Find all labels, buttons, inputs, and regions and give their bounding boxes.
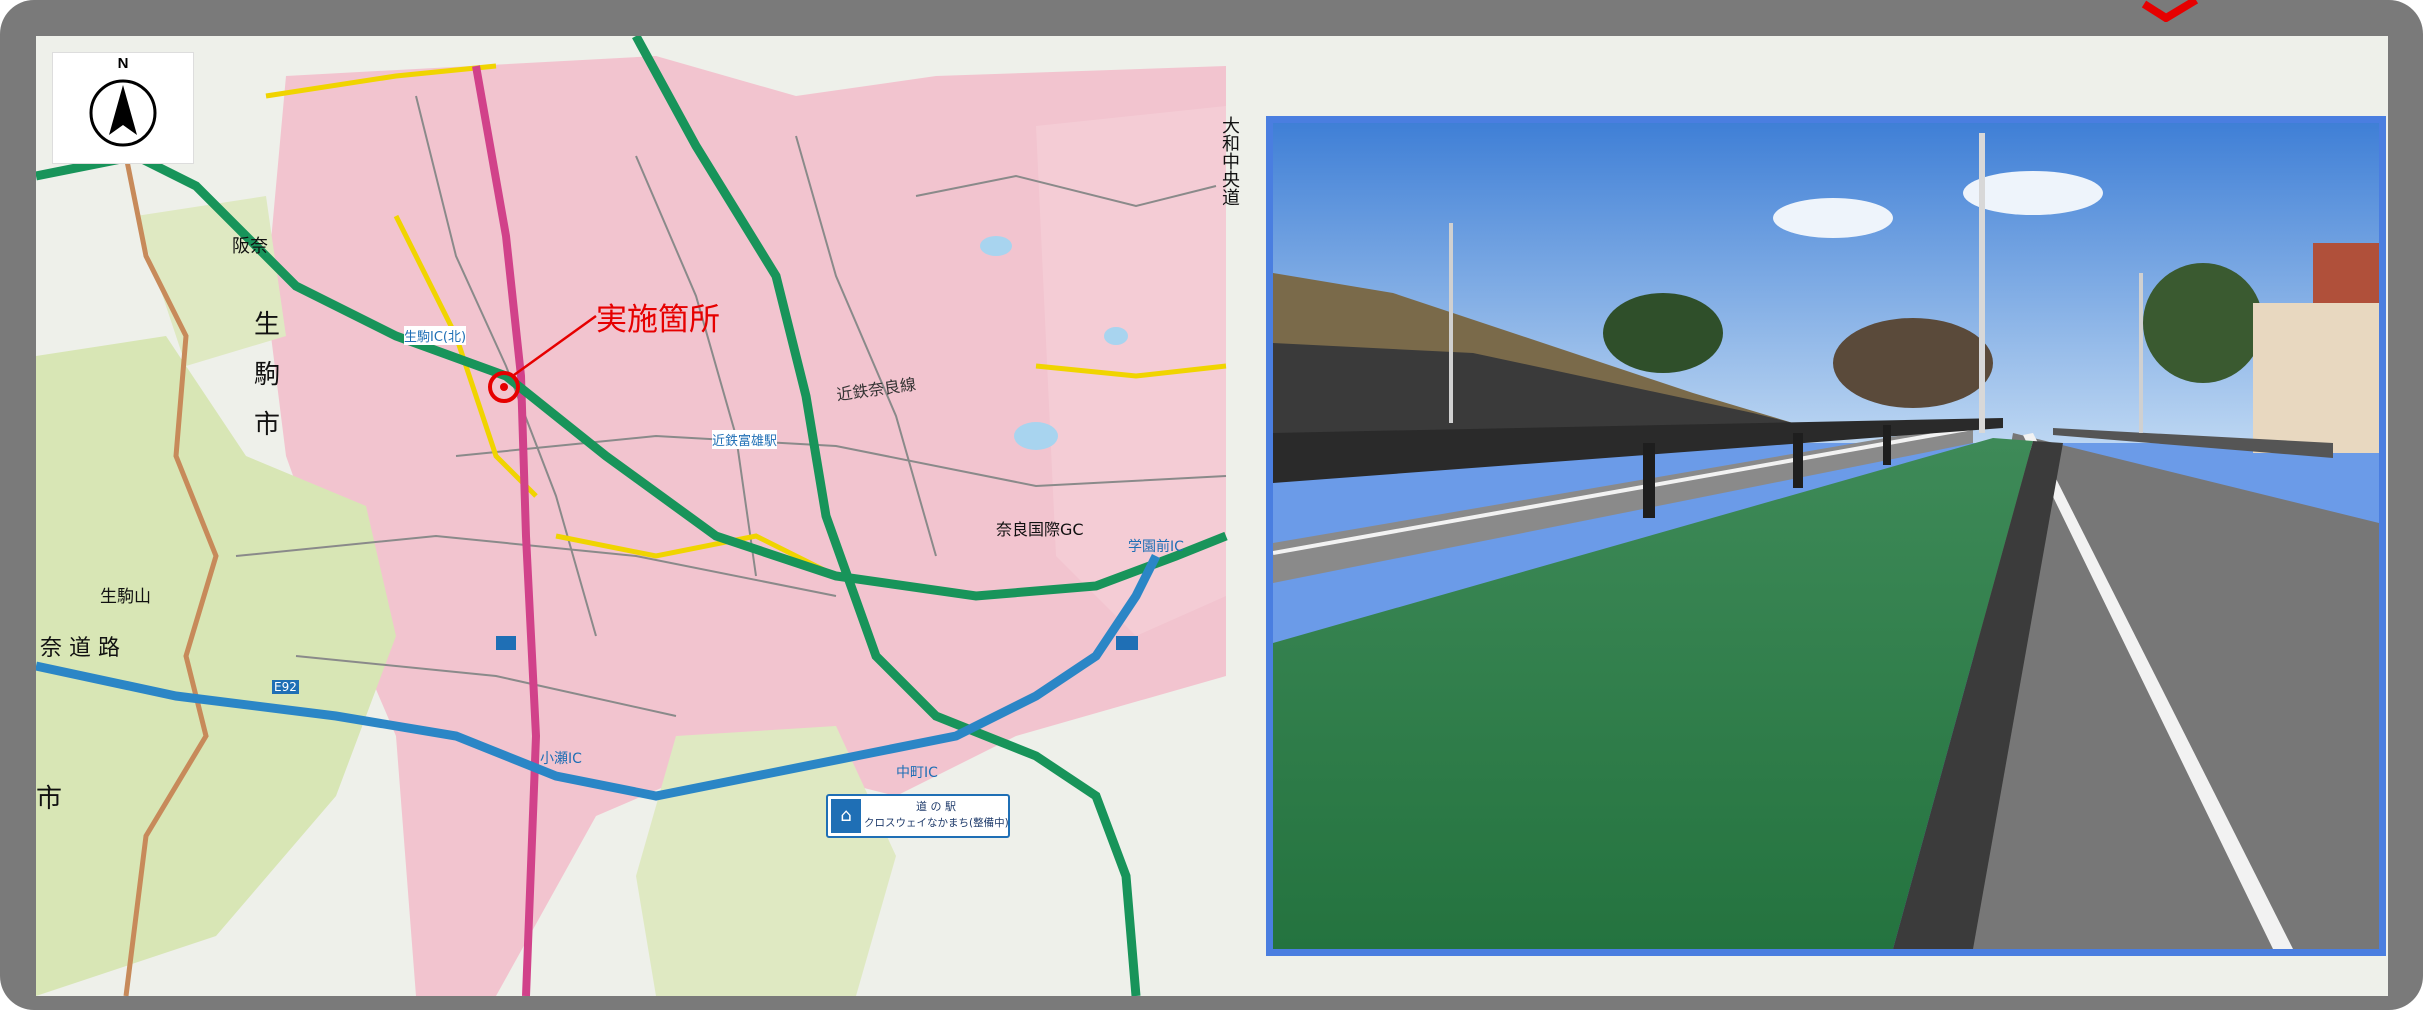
national-road-168: [472, 65, 541, 996]
label-ikoma-ic: 生駒IC(北): [404, 326, 467, 345]
forest-area-west: [36, 336, 396, 996]
minor-roads: [235, 95, 1227, 717]
label-city-1: 生: [254, 310, 281, 340]
site-marker-dot: [500, 383, 508, 391]
label-road-west: 奈 道 路: [40, 636, 120, 661]
site-marker-circle: [488, 371, 520, 403]
road-station-icon: ⌂: [831, 799, 861, 833]
label-hanna: 阪奈: [232, 236, 268, 257]
label-daiwa: 大和中央道: [1219, 116, 1240, 206]
prefectural-road: [393, 214, 538, 498]
north-arrow-box: N: [52, 52, 194, 164]
label-gakuenmae-ic: 学園前IC: [1128, 539, 1184, 555]
label-city-shi: 市: [36, 784, 63, 814]
label-kose-ic: 小瀬IC: [540, 751, 582, 767]
pond: [1014, 422, 1058, 450]
route-shield-168: [496, 636, 516, 650]
prefectural-road: [555, 533, 838, 579]
site-photo-illustration: [1273, 123, 2379, 949]
boundary-line: [123, 155, 219, 996]
road-station-sign: ⌂ 道 の 駅 クロスウェイなかまち(整備中): [826, 794, 1010, 838]
site-photo: [1266, 116, 2386, 956]
pond: [1104, 327, 1128, 345]
map-base-layer: [36, 36, 1228, 996]
prefectural-road: [265, 63, 497, 99]
route-shield-308: [1116, 636, 1138, 650]
label-city-2: 駒: [254, 360, 281, 390]
forest-area-south: [636, 726, 896, 996]
site-pointer-line: [513, 314, 597, 377]
road-station-line2: クロスウェイなかまち(整備中): [864, 817, 1009, 829]
label-e92: E92: [272, 680, 299, 694]
site-label: 実施箇所: [596, 302, 720, 338]
urban-area: [266, 56, 1226, 996]
label-tomio-station: 近鉄富雄駅: [712, 430, 778, 449]
toll-road-e92: [36, 553, 1161, 801]
pond: [980, 236, 1012, 256]
road-station-line1: 道 の 駅: [916, 800, 956, 813]
north-arrow-icon: [89, 79, 157, 147]
expressway-hanna: [36, 151, 1228, 601]
topographic-map: N 生 駒 市 生駒山 奈 道 路 市 阪奈 近鉄富雄駅 生駒IC(北) 奈良国…: [36, 36, 2388, 996]
red-annotation-fragment: [2141, 0, 2199, 22]
north-letter: N: [117, 55, 129, 72]
urban-area-east: [1036, 106, 1226, 636]
expressway-daini-hanna: [632, 36, 1141, 996]
label-mt-ikoma: 生駒山: [100, 587, 151, 607]
label-nakamachi-ic: 中町IC: [896, 765, 938, 781]
label-city-3: 市: [254, 410, 281, 440]
prefectural-road: [1035, 363, 1227, 379]
label-nara-kokusai: 奈良国際GC: [996, 520, 1084, 539]
